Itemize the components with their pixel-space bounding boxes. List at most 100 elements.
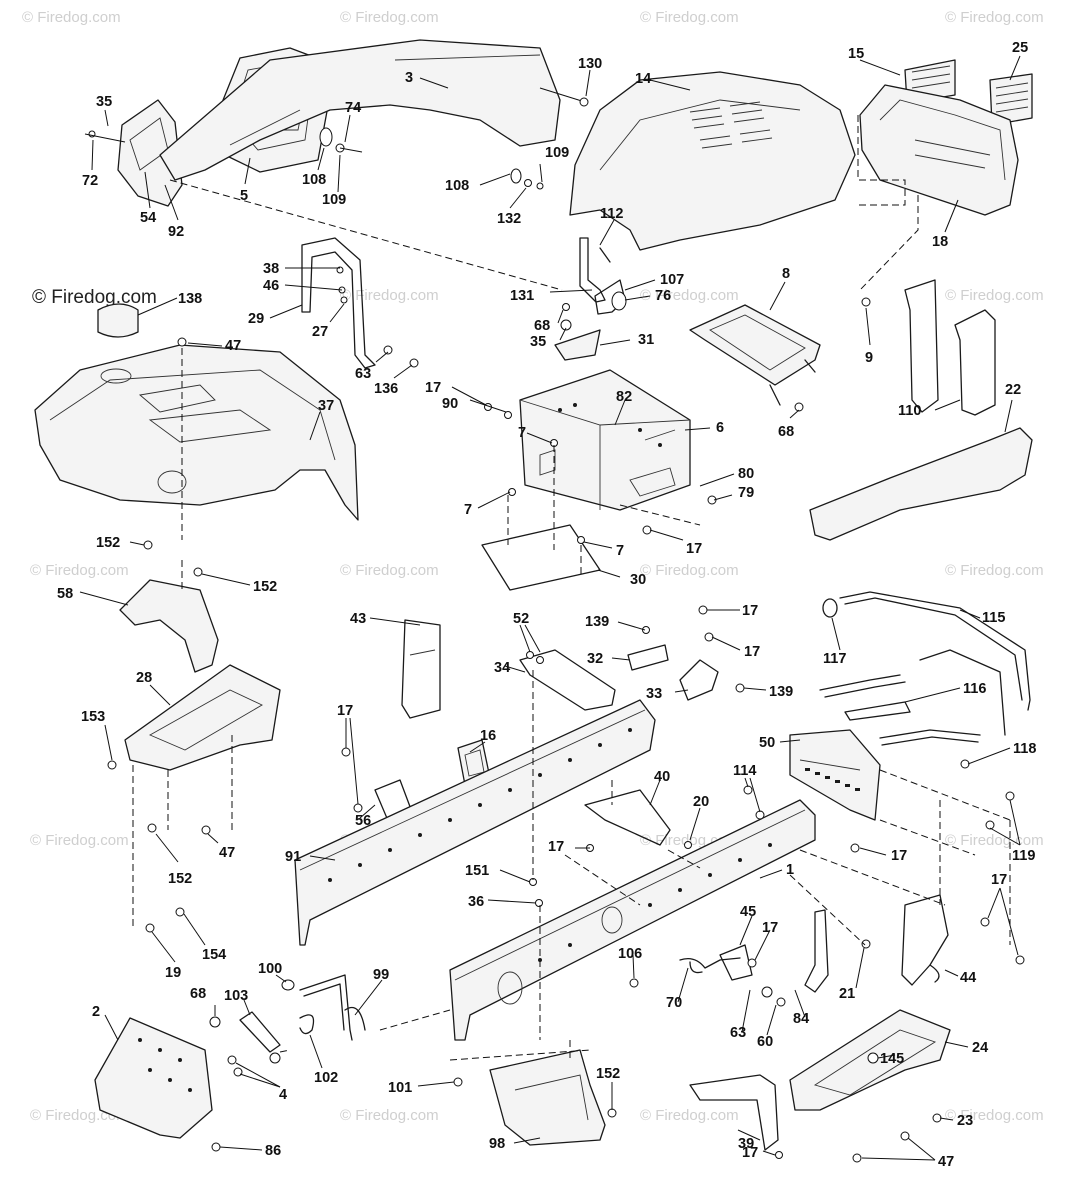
callout-label: 17 — [991, 872, 1007, 888]
callout-label: 23 — [957, 1113, 973, 1129]
callout-label: 46 — [263, 278, 279, 294]
part-99-lever — [299, 974, 353, 1041]
callout-label: 130 — [578, 56, 602, 72]
callout-label: 131 — [510, 288, 534, 304]
callout-label: 4 — [279, 1087, 287, 1103]
callout-label: 37 — [318, 398, 334, 414]
callout-label: 35 — [530, 334, 546, 350]
callout-label: 79 — [738, 485, 754, 501]
callout-label: 110 — [898, 403, 921, 419]
callout-label: 116 — [963, 681, 986, 697]
part-3-hood-panel — [159, 39, 561, 181]
callout-label: 68 — [190, 986, 206, 1002]
callout-label: 92 — [168, 224, 184, 240]
callout-label: 8 — [782, 266, 790, 282]
callout-label: 17 — [686, 541, 702, 557]
watermark: © Firedog.com — [945, 9, 1044, 26]
watermark-main: © Firedog.com — [32, 287, 157, 308]
callout-label: 115 — [982, 610, 1005, 626]
part-44-bracket — [901, 894, 949, 986]
callout-label: 112 — [600, 206, 623, 222]
callout-label: 86 — [265, 1143, 281, 1159]
watermark: © Firedog.com — [22, 9, 121, 26]
callout-label: 152 — [253, 579, 277, 595]
callout-label: 47 — [938, 1154, 954, 1170]
part-84-bracket — [804, 909, 829, 993]
watermark: © Firedog.com — [340, 1107, 439, 1124]
callout-label: 17 — [548, 839, 564, 855]
callout-label: 106 — [618, 946, 642, 962]
callout-label: 136 — [374, 381, 398, 397]
callout-label: 40 — [654, 769, 670, 785]
callout-label: 103 — [224, 988, 248, 1004]
part-91-frame-rail — [294, 699, 656, 946]
part-25-grille — [989, 73, 1033, 126]
callout-label: 154 — [202, 947, 226, 963]
callout-label: 28 — [136, 670, 152, 686]
callout-label: 27 — [312, 324, 328, 340]
callout-label: 91 — [285, 849, 301, 865]
watermark: © Firedog.com — [340, 562, 439, 579]
callout-label: 145 — [880, 1051, 904, 1067]
callout-label: 74 — [345, 100, 361, 116]
callout-label: 63 — [355, 366, 371, 382]
callout-label: 17 — [744, 644, 760, 660]
callout-label: 100 — [258, 961, 282, 977]
callout-label: 34 — [494, 660, 510, 676]
callout-labels: 35 72 54 92 5 74 108 109 3 130 14 109 10… — [57, 40, 1036, 1170]
callout-label: 36 — [468, 894, 484, 910]
callout-label: 153 — [81, 709, 105, 725]
callout-label: 107 — [660, 272, 684, 288]
callout-label: 109 — [545, 145, 569, 161]
callout-label: 17 — [762, 920, 778, 936]
callout-label: 29 — [248, 311, 264, 327]
callout-label: 99 — [373, 967, 389, 983]
leader-lines — [79, 55, 1021, 1161]
part-32-bracket — [627, 644, 669, 671]
callout-label: 45 — [740, 904, 756, 920]
callout-label: 132 — [497, 211, 521, 227]
callout-label: 70 — [666, 995, 682, 1011]
part-115-tube — [839, 591, 1031, 711]
callout-label: 43 — [350, 611, 366, 627]
part-33-bracket — [679, 659, 719, 701]
callout-label: 114 — [733, 763, 756, 779]
callout-label: 20 — [693, 794, 709, 810]
callout-label: 108 — [445, 178, 469, 194]
watermark: © Firedog.com — [30, 832, 129, 849]
callout-label: 22 — [1005, 382, 1021, 398]
part-112-bracket — [579, 237, 606, 303]
callout-label: 7 — [616, 543, 624, 559]
callout-label: 32 — [587, 651, 603, 667]
callout-label: 152 — [168, 871, 192, 887]
watermark: © Firedog.com — [30, 562, 129, 579]
part-drawings — [34, 39, 1033, 1163]
callout-label: 50 — [759, 735, 775, 751]
watermark: © Firedog.com — [340, 287, 439, 304]
part-14-hood — [569, 71, 856, 251]
callout-label: 90 — [442, 396, 458, 412]
watermark: © Firedog.com — [640, 9, 739, 26]
callout-label: 44 — [960, 970, 976, 986]
callout-label: 118 — [1013, 741, 1036, 757]
callout-label: 60 — [757, 1034, 773, 1050]
watermark: © Firedog.com — [340, 9, 439, 26]
part-58-bracket — [119, 579, 219, 673]
callout-label: 14 — [635, 71, 651, 87]
callout-label: 151 — [465, 863, 489, 879]
callout-label: 139 — [769, 684, 793, 700]
callout-label: 138 — [178, 291, 202, 307]
callout-label: 24 — [972, 1040, 988, 1056]
callout-label: 84 — [793, 1011, 809, 1027]
part-28-seat-pan — [124, 664, 281, 771]
callout-label: 15 — [848, 46, 864, 62]
callout-label: 139 — [585, 614, 609, 630]
callout-label: 80 — [738, 466, 754, 482]
callout-label: 47 — [219, 845, 235, 861]
callout-label: 19 — [165, 965, 181, 981]
callout-label: 35 — [96, 94, 112, 110]
callout-label: 72 — [82, 173, 98, 189]
callout-label: 1 — [786, 862, 794, 878]
alignment-lines — [132, 115, 1011, 1061]
